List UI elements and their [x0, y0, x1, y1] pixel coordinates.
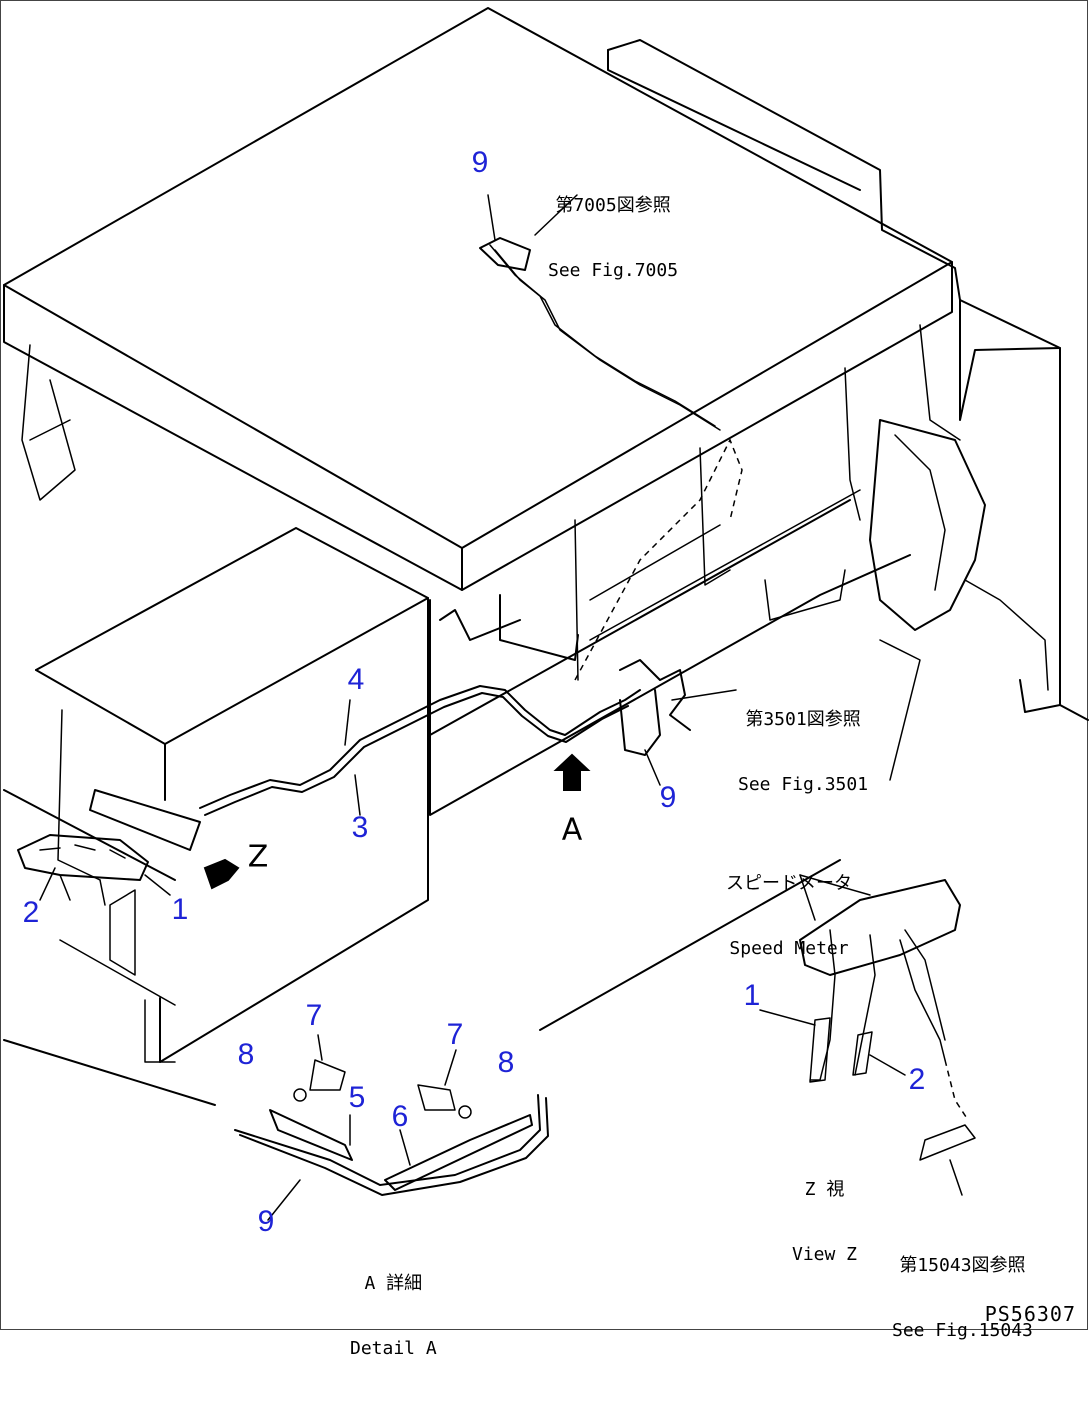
- note-fig15043-jp: 第15043図参照: [899, 1255, 1026, 1277]
- note-fig7005-en: See Fig.7005: [548, 259, 679, 281]
- z-view-arrow: [203, 858, 240, 890]
- note-fig7005: 第7005図参照 See Fig.7005: [548, 152, 678, 325]
- detail-a-bracket: [234, 1094, 541, 1186]
- callout-6: 6: [391, 1100, 409, 1133]
- callout-4: 4: [347, 663, 365, 696]
- note-fig3501-en: See Fig.3501: [738, 773, 869, 795]
- callout-8-right: 8: [497, 1046, 515, 1079]
- note-speed-meter-en: Speed Meter: [729, 937, 849, 959]
- callout-3: 3: [351, 811, 369, 844]
- callout-7-right: 7: [446, 1018, 464, 1051]
- note-speed-meter: スピードメータ Speed Meter: [726, 830, 852, 1003]
- callout-1-view-z: 1: [743, 979, 761, 1012]
- drawing-number: PS56307: [984, 1302, 1076, 1326]
- note-view-z-en: View Z: [792, 1243, 858, 1265]
- note-fig15043: 第15043図参照 See Fig.15043: [892, 1212, 1033, 1385]
- callout-8-left: 8: [237, 1038, 255, 1071]
- callout-5: 5: [348, 1081, 366, 1114]
- cab-roof: [3, 7, 953, 549]
- note-detail-a-en: Detail A: [350, 1337, 437, 1359]
- note-speed-meter-jp: スピードメータ: [726, 873, 852, 895]
- note-fig7005-jp: 第7005図参照: [555, 195, 671, 217]
- note-detail-a: A 詳細 Detail A: [350, 1230, 437, 1403]
- line-drawing: [3, 7, 1089, 1221]
- instrument-cluster: [89, 789, 201, 851]
- rear-frame: [607, 39, 1061, 713]
- view-letter-a: A: [561, 812, 583, 848]
- note-detail-a-jp: A 詳細: [364, 1273, 423, 1295]
- console-box: [35, 527, 429, 1063]
- tire-shape: [869, 419, 986, 631]
- note-view-z: Z 視 View Z: [792, 1136, 857, 1309]
- view-z-detail: [799, 879, 961, 976]
- note-fig3501-jp: 第3501図参照: [745, 709, 861, 731]
- callout-9-bottom: 9: [257, 1205, 275, 1238]
- callout-7-left: 7: [305, 999, 323, 1032]
- a-view-arrow: [553, 753, 591, 791]
- callout-9-middle: 9: [659, 781, 677, 814]
- note-fig3501: 第3501図参照 See Fig.3501: [738, 666, 868, 839]
- view-letter-z: Z: [247, 839, 269, 875]
- body-side: [429, 554, 911, 816]
- note-view-z-jp: Z 視: [804, 1179, 845, 1201]
- parts-diagram: 9 4 3 9 2 1 7 8 5 7 6 8 9 1 2 Z A 第7005図…: [0, 0, 1089, 1359]
- drawing-frame: [0, 0, 1088, 1330]
- wire-harness: [199, 685, 641, 809]
- callout-2-view-z: 2: [908, 1063, 926, 1096]
- callout-9-top: 9: [471, 146, 489, 179]
- callout-1-main: 1: [171, 893, 189, 926]
- callout-2-main: 2: [22, 896, 40, 929]
